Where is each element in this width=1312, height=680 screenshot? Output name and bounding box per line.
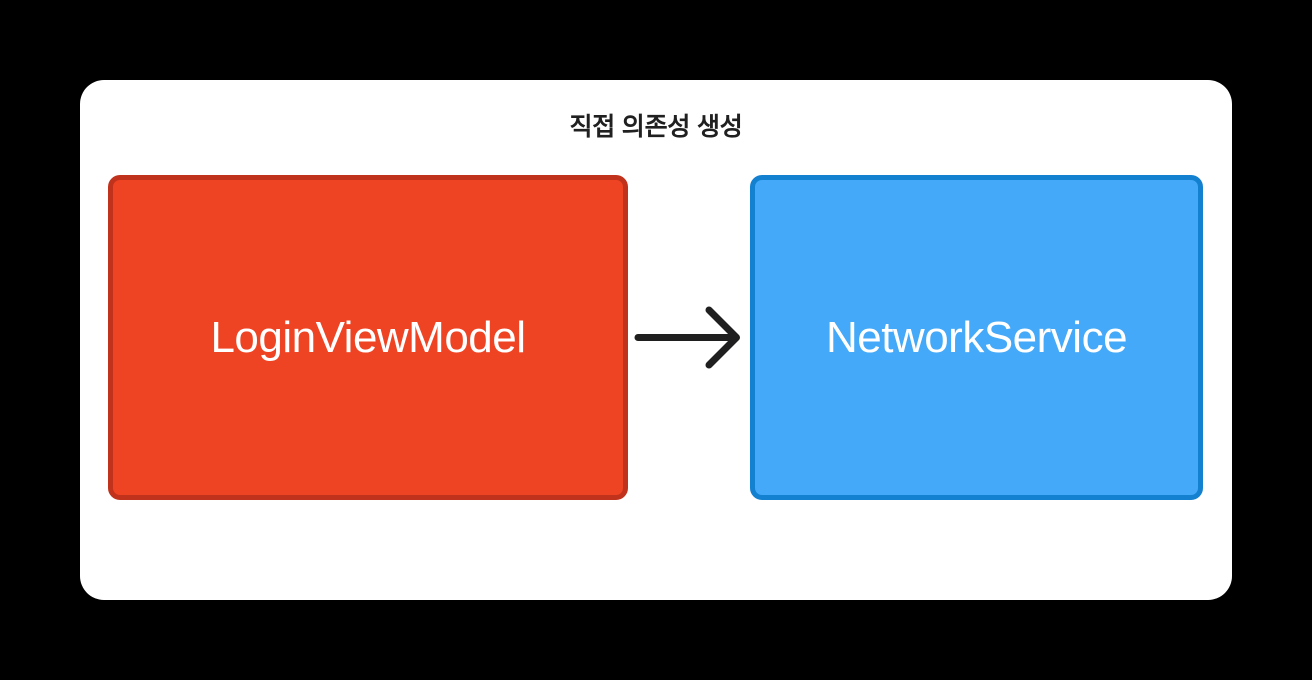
diagram-card: 직접 의존성 생성 LoginViewModel NetworkService: [80, 80, 1232, 600]
node-login-view-model[interactable]: LoginViewModel: [108, 175, 628, 500]
node-login-view-model-label: LoginViewModel: [210, 312, 526, 362]
dependency-arrow-icon: [634, 306, 740, 369]
diagram-title: 직접 의존성 생성: [569, 113, 743, 141]
node-network-service[interactable]: NetworkService: [750, 175, 1203, 500]
node-network-service-label: NetworkService: [825, 312, 1128, 362]
